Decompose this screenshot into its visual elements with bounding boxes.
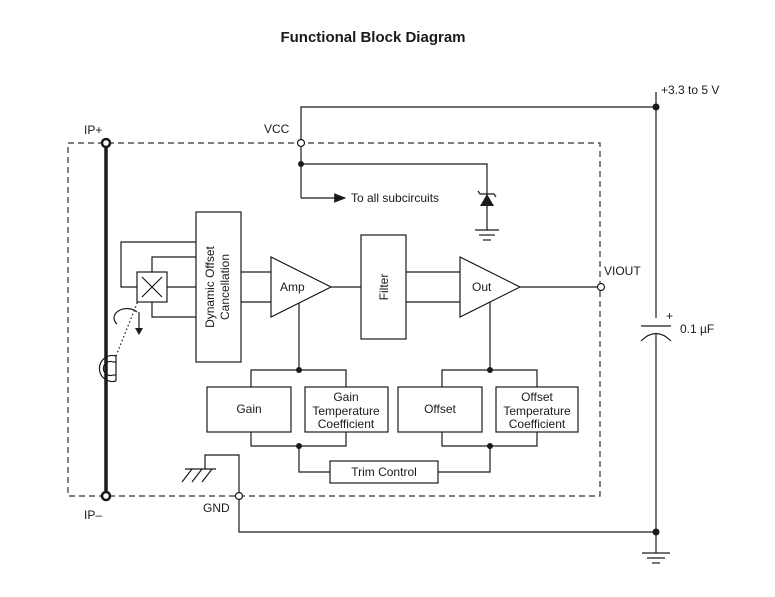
gain-tc-line1: Gain <box>333 390 358 404</box>
zener-diode-icon <box>475 190 499 241</box>
gain-trim-group <box>250 367 347 473</box>
gain-temperature-coefficient-block: Gain Temperature Coefficient <box>304 386 389 433</box>
offset-temperature-coefficient-block: Offset Temperature Coefficient <box>495 386 579 433</box>
vcc-label: VCC <box>264 122 290 136</box>
offset-label: Offset <box>424 402 456 416</box>
amp-label: Amp <box>280 280 305 294</box>
gain-block: Gain <box>206 386 292 433</box>
dynamic-offset-cancellation-block: Dynamic Offset Cancellation <box>195 211 242 363</box>
filter-block: Filter <box>360 234 407 340</box>
offset-trim-group <box>438 367 538 473</box>
trim-control-label: Trim Control <box>351 465 417 479</box>
filter-label: Filter <box>377 274 391 301</box>
gnd-pin <box>234 491 244 501</box>
supply-rail <box>300 92 660 318</box>
ip-minus-pin <box>100 490 112 502</box>
gnd-label: GND <box>203 501 230 515</box>
magnetic-field-icon <box>98 295 143 383</box>
ip-plus-label: IP+ <box>84 123 102 137</box>
diagram-title: Functional Block Diagram <box>280 29 465 46</box>
out-label: Out <box>472 280 492 294</box>
subcircuits-label: To all subcircuits <box>351 191 439 205</box>
bypass-capacitor <box>640 325 672 532</box>
gain-tc-line3: Coefficient <box>318 417 375 431</box>
vcc-internal-routing <box>298 147 488 230</box>
offset-block: Offset <box>397 386 483 433</box>
doc-label-line2: Cancellation <box>218 254 232 320</box>
gnd-rail <box>238 496 670 564</box>
gain-label: Gain <box>236 402 261 416</box>
vcc-pin <box>296 138 306 148</box>
amp-block: Amp <box>270 256 333 318</box>
viout-pin <box>596 282 606 292</box>
offset-tc-line3: Coefficient <box>509 417 566 431</box>
supply-voltage-label: +3.3 to 5 V <box>661 83 719 97</box>
ip-plus-pin <box>100 137 112 149</box>
ic-boundary <box>67 142 601 497</box>
capacitor-polarity: + <box>666 309 673 323</box>
offset-tc-line1: Offset <box>521 390 553 404</box>
trim-control-block: Trim Control <box>329 460 439 484</box>
capacitor-value: 0.1 µF <box>680 322 714 336</box>
chassis-ground-icon <box>181 454 240 492</box>
viout-label: VIOUT <box>604 264 641 278</box>
doc-label-line1: Dynamic Offset <box>203 245 217 327</box>
hall-element <box>120 241 196 318</box>
ip-minus-label: IP– <box>84 508 102 522</box>
gain-tc-line2: Temperature <box>312 404 380 418</box>
offset-tc-line2: Temperature <box>503 404 571 418</box>
